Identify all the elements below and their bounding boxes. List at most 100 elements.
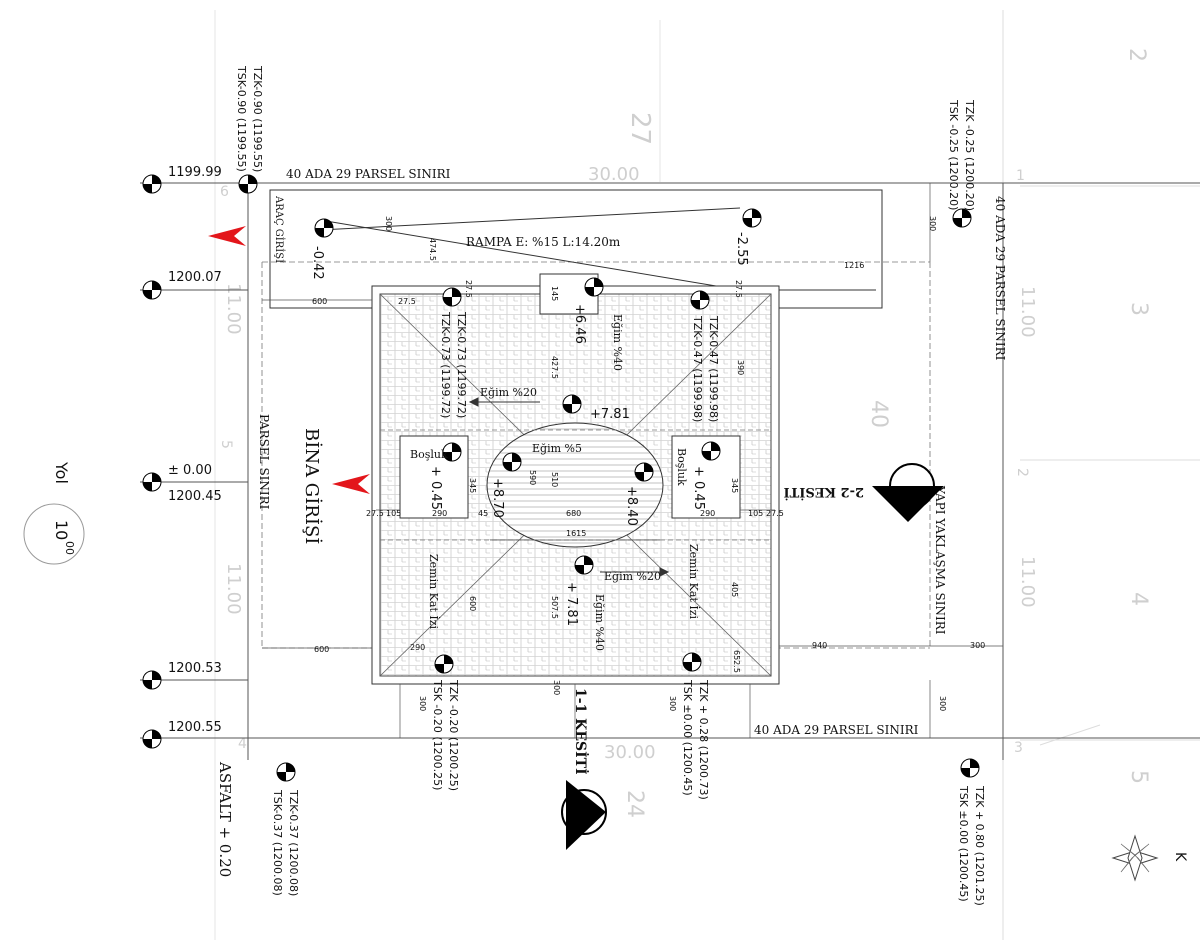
road-name: Yol <box>52 461 71 484</box>
section-2-2-symbol <box>872 463 944 522</box>
dim: 300 <box>668 696 677 711</box>
parcel-labels: 40 ADA 29 PARSEL SINIRI 40 ADA 29 PARSEL… <box>286 167 1007 737</box>
elevation-2: 1200.07 <box>168 270 222 285</box>
dim: 27.5 <box>464 280 473 298</box>
inner-bottom-left-tzk: TZK -0.20 (1200.25) <box>447 679 460 791</box>
ghost-corner-3: 3 <box>1014 740 1023 756</box>
section-1-1-label: 1-1 KESİTİ <box>572 688 591 775</box>
ghost-parcel-2: 2 <box>1124 48 1149 62</box>
elevation-marker <box>314 218 334 238</box>
elevation-1: 1199.99 <box>168 165 222 180</box>
bottom-left-tzk: TZK-0.37 (1200.08) <box>287 789 300 896</box>
elevation-marker <box>142 670 162 690</box>
dim: 27.5 <box>766 509 784 518</box>
dome-ellipse <box>486 422 664 548</box>
ghost-width-top: 30.00 <box>588 164 640 185</box>
dim: 27.5 <box>734 280 743 298</box>
dim: 300 <box>552 680 561 695</box>
section-2-2-label: 2-2 KESİTİ <box>784 484 864 500</box>
roof-levels: +6.46 +7.81 + 7.81 + 0.45 + 0.45 +8.70 +… <box>428 304 706 626</box>
elevation-3-relative: ± 0.00 <box>168 463 212 478</box>
slope-center-5: Eğim %5 <box>532 442 582 455</box>
road-width-circle <box>23 503 85 565</box>
dim: 105 <box>386 509 401 518</box>
slope-labels: Eğim %40 Eğim %20 Eğim %5 Eğim %20 Eğim … <box>410 314 701 651</box>
elevation-marker <box>434 654 454 674</box>
dim: 600 <box>468 596 477 611</box>
slope-bottom-20: Eğim %20 <box>604 570 661 583</box>
north-arrow <box>1111 834 1159 882</box>
slope-top-20: Eğim %20 <box>480 386 537 399</box>
dim: 345 <box>730 478 739 493</box>
ramp-top-level: -0.42 <box>310 246 325 280</box>
elevation-marker <box>502 452 522 472</box>
ghost-parcel-27: 27 <box>625 112 655 145</box>
elevation-marker <box>442 287 462 307</box>
elevation-marker <box>574 555 594 575</box>
void-left-level: + 0.45 <box>428 466 443 510</box>
elevation-marker <box>562 394 582 414</box>
ramp-bottom-level: -2.55 <box>734 232 749 266</box>
ghost-depth-4: 11.00 <box>1017 556 1038 608</box>
ghost-depth-2: 11.00 <box>223 563 244 615</box>
dim: 300 <box>928 216 937 231</box>
dim: 680 <box>566 509 581 518</box>
dome-right-level: +8.40 <box>624 486 639 526</box>
ground-floor-trace-right: Zemin Kat İzi <box>687 544 701 620</box>
elevation-marker <box>142 472 162 492</box>
void-right-level: + 0.45 <box>691 466 706 510</box>
elevation-marker <box>238 174 258 194</box>
elevation-marker <box>742 208 762 228</box>
ghost-corner-2: 2 <box>1014 468 1030 477</box>
ghost-parcel-4: 4 <box>1126 592 1151 606</box>
vehicle-entry-arrow <box>208 226 246 246</box>
ground-floor-trace-left: Zemin Kat İzi <box>427 554 441 630</box>
dim: 427.5 <box>550 356 559 379</box>
dim: 1615 <box>566 529 586 538</box>
elevation-marker <box>701 441 721 461</box>
elevation-marker <box>142 174 162 194</box>
top-right-tsk: TSK -0.25 (1200.20) <box>947 99 960 210</box>
dim: 652.5 <box>732 650 741 673</box>
dim: 940 <box>812 641 827 650</box>
elevation-5: 1200.55 <box>168 720 222 735</box>
ghost-corner-6: 6 <box>220 184 229 200</box>
slope-top-40: Eğim %40 <box>611 314 624 371</box>
dim: 300 <box>970 641 985 650</box>
section-markers: 1-1 KESİTİ 2-2 KESİTİ <box>561 463 944 850</box>
slope-arrows <box>468 397 670 577</box>
elevation-marker <box>142 280 162 300</box>
vehicle-entry-label: ARAÇ GİRİŞİ <box>273 195 285 263</box>
dim: 600 <box>314 645 329 654</box>
top-left-tzk: TZK-0.90 (1199.55) <box>251 65 264 172</box>
dim: 290 <box>700 509 715 518</box>
ghost-width-bottom: 30.00 <box>604 742 656 763</box>
inner-bottom-left-tsk: TSK -0.20 (1200.25) <box>431 679 444 790</box>
elevation-marker <box>634 462 654 482</box>
elevation-marker <box>960 758 980 778</box>
bottom-right-tzk: TZK + 0.80 (1201.25) <box>973 785 986 906</box>
ghost-corner-5: 5 <box>218 440 234 449</box>
dim: 290 <box>410 643 425 652</box>
roof-hatch-level: +6.46 <box>572 304 587 344</box>
ghost-depth-3: 11.00 <box>1017 286 1038 338</box>
road-width: 10 <box>52 520 71 540</box>
inner-right-tzk-a: TZK-0.47 (1199.98) <box>707 315 720 422</box>
center-top-level: +7.81 <box>590 407 630 422</box>
dim: 507.5 <box>550 596 559 619</box>
dim: 345 <box>468 478 477 493</box>
elevation-marker <box>682 652 702 672</box>
bottom-parcel-label: 40 ADA 29 PARSEL SINIRI <box>754 723 919 737</box>
top-left-tsk: TSK-0.90 (1199.55) <box>235 65 248 172</box>
approach-limit-label: YAPI YAKLAŞMA SINIRI <box>933 485 947 635</box>
left-elevations: 1199.99 1200.07 ± 0.00 1200.45 1200.53 1… <box>168 165 222 735</box>
asphalt-level: ASFALT + 0.20 <box>216 761 234 877</box>
elevation-marker <box>952 208 972 228</box>
section-1-1-symbol <box>561 780 607 850</box>
dim: 300 <box>938 696 947 711</box>
elevation-4: 1200.53 <box>168 661 222 676</box>
void-right-label: Boşluk <box>675 448 688 486</box>
building-entry-label: BİNA GİRİŞİ <box>301 428 324 544</box>
inner-bottom-right-tsk: TSK ±0.00 (1200.45) <box>681 679 694 796</box>
